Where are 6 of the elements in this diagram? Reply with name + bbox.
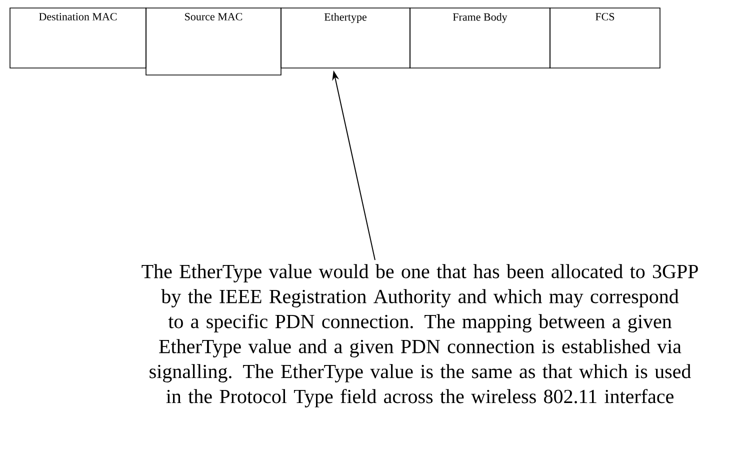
- field-cell: FCS: [550, 8, 660, 68]
- field-cell: Destination MAC: [10, 8, 146, 68]
- field-cell: Source MAC: [146, 8, 282, 76]
- note-text: The EtherType value would be one that has been allocated to 3GPP by the IEEE Registration Authority and which may correspond to a specific PDN connection. The mapping between a given EtherType value and a given PDN connection is established via signalling. The EtherType value is the same as that which is used in the Protocol Type field across the wireless 802.11 interface: [142, 264, 698, 408]
- field-cell: Ethertype: [280, 8, 410, 68]
- field-cell: Frame Body: [410, 8, 550, 68]
